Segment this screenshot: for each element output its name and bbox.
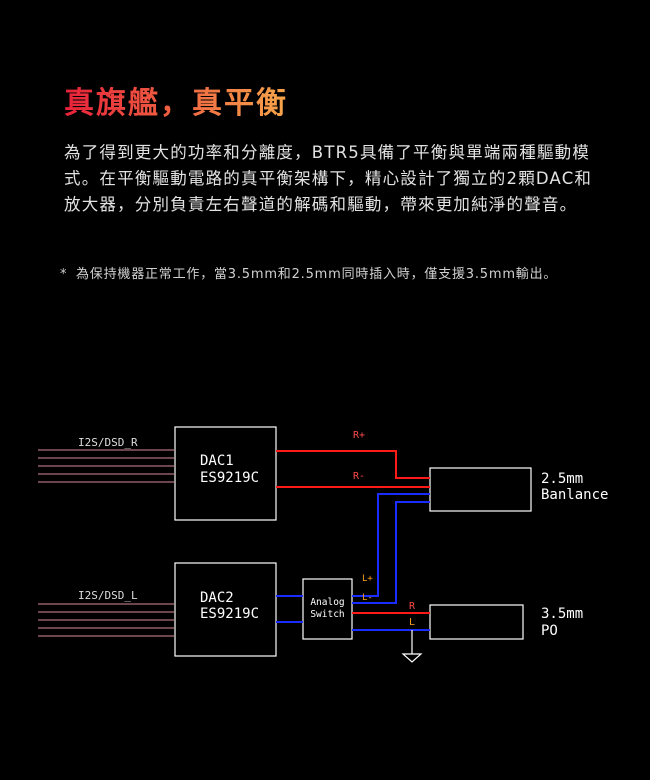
dac1-label-line2: ES9219C xyxy=(200,470,259,486)
balanced-output-label-line1: 2.5mm xyxy=(541,471,583,487)
input-bus-r xyxy=(38,449,174,483)
circuit-diagram: I2S/DSD_R I2S/DSD_L DAC1 ES9219C DAC2 ES… xyxy=(38,426,608,663)
l-minus-label: L- xyxy=(362,593,373,603)
dac2-label-line1: DAC2 xyxy=(200,590,234,606)
analog-switch-label-line2: Switch xyxy=(310,609,344,620)
balanced-output-label-line2: Banlance xyxy=(541,487,608,503)
r-plus-label: R+ xyxy=(353,430,365,441)
po-output-label-line1: 3.5mm xyxy=(541,606,583,622)
analog-switch-label-line1: Analog xyxy=(310,597,344,608)
footnote-text: 為保持機器正常工作，當3.5mm和2.5mm同時插入時，僅支援3.5mm輸出。 xyxy=(76,267,558,282)
dac2-to-switch-lines xyxy=(276,595,303,623)
l-plus-label: L+ xyxy=(362,574,373,584)
dac1-box xyxy=(174,426,277,521)
description-paragraph: 為了得到更大的功率和分離度，BTR5具備了平衡與單端兩種驅動模式。在平衡驅動電路… xyxy=(64,143,593,214)
dac1-label-line1: DAC1 xyxy=(200,453,234,469)
po-output-label-line2: PO xyxy=(541,623,558,639)
footnote-marker: * xyxy=(60,267,68,282)
input-r-label: I2S/DSD_R xyxy=(78,436,138,449)
page-title-text: 真旗艦，真平衡 xyxy=(64,86,288,121)
footnote: * 為保持機器正常工作，當3.5mm和2.5mm同時插入時，僅支援3.5mm輸出… xyxy=(60,266,600,284)
input-l-label: I2S/DSD_L xyxy=(78,589,138,602)
input-bus-l xyxy=(38,603,174,637)
r-minus-label: R- xyxy=(353,471,365,482)
ground-symbol xyxy=(401,630,423,663)
dac2-label-line2: ES9219C xyxy=(200,606,259,622)
dac1-right-channel-lines xyxy=(276,450,430,488)
l-label: L xyxy=(409,617,415,628)
po-output-box xyxy=(429,604,524,640)
dac2-box xyxy=(174,562,277,657)
page-title-graphic: 真旗艦，真平衡 xyxy=(64,86,288,121)
page-title: 真旗艦，真平衡 xyxy=(64,82,384,133)
r-label: R xyxy=(409,601,416,612)
balanced-output-box xyxy=(429,467,532,512)
analog-switch-box xyxy=(302,578,353,640)
switch-to-balanced-lines xyxy=(352,493,430,604)
